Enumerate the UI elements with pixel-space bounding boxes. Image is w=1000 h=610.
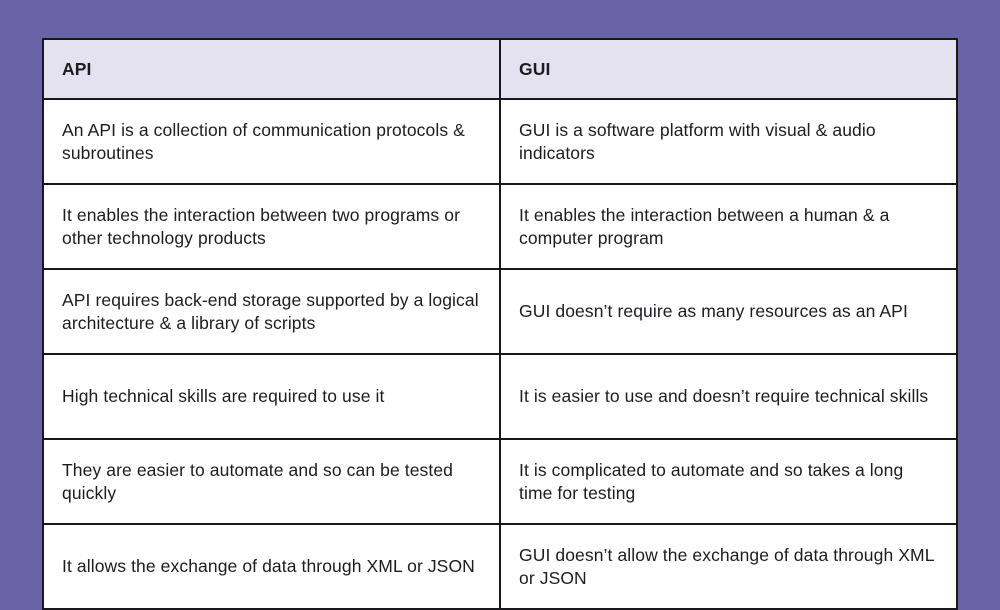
table-cell-gui: GUI doesn’t require as many resources as… [499,268,958,355]
table-cell-gui: GUI is a software platform with visual &… [499,98,958,185]
api-vs-gui-comparison-table: API GUI An API is a collection of commun… [42,38,958,610]
table-cell-api: It enables the interaction between two p… [42,183,501,270]
table-cell-gui: It enables the interaction between a hum… [499,183,958,270]
table-header-gui: GUI [499,38,958,100]
table-header-api: API [42,38,501,100]
table-cell-gui: GUI doesn’t allow the exchange of data t… [499,523,958,610]
table-cell-api: An API is a collection of communication … [42,98,501,185]
table-row: It enables the interaction between two p… [42,183,958,270]
table-cell-api: High technical skills are required to us… [42,353,501,440]
table-row: An API is a collection of communication … [42,98,958,185]
table-cell-gui: It is complicated to automate and so tak… [499,438,958,525]
table-cell-api: They are easier to automate and so can b… [42,438,501,525]
table-cell-api: It allows the exchange of data through X… [42,523,501,610]
table-row: High technical skills are required to us… [42,353,958,440]
table-cell-gui: It is easier to use and doesn’t require … [499,353,958,440]
table-row: It allows the exchange of data through X… [42,523,958,610]
table-cell-api: API requires back-end storage supported … [42,268,501,355]
table-header-row: API GUI [42,38,958,100]
table-row: They are easier to automate and so can b… [42,438,958,525]
table-row: API requires back-end storage supported … [42,268,958,355]
page-background: API GUI An API is a collection of commun… [42,38,958,610]
